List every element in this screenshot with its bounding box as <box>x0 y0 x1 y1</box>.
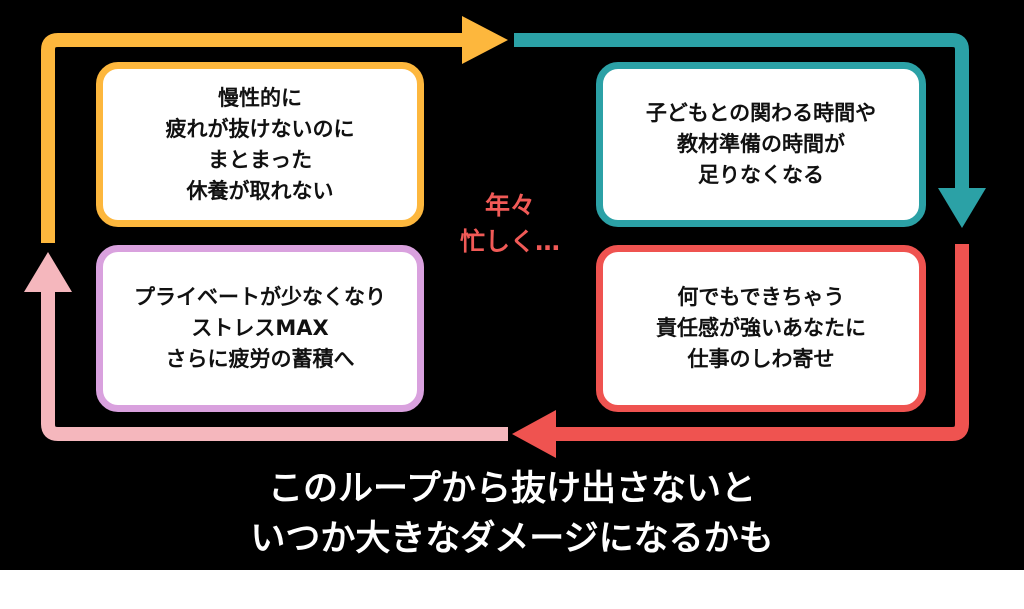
arrowhead-up-icon <box>24 252 72 292</box>
card-stress-max: プライベートが少なくなり ストレスMAX さらに疲労の蓄積へ <box>96 245 424 412</box>
arrow-yellow <box>41 33 462 243</box>
card-text: プライベートが少なくなり ストレスMAX さらに疲労の蓄積へ <box>134 285 386 371</box>
card-chronic-fatigue: 慢性的に 疲れが抜けないのに まとまった 休養が取れない <box>96 62 424 227</box>
arrow-pink <box>41 292 508 441</box>
card-text: 慢性的に 疲れが抜けないのに まとまった 休養が取れない <box>165 85 355 203</box>
arrowhead-left-icon <box>512 410 556 458</box>
arrowhead-right-icon <box>462 16 508 64</box>
card-text: 何でもできちゃう 責任感が強いあなたに 仕事のしわ寄せ <box>656 285 866 371</box>
bottom-caption: このループから抜け出さないと いつか大きなダメージになるかも <box>250 469 774 559</box>
card-text: 子どもとの関わる時間や 教材準備の時間が 足りなくなる <box>645 101 877 187</box>
cycle-arrows <box>24 16 986 458</box>
arrow-teal <box>514 33 969 188</box>
card-workload-shift: 何でもできちゃう 責任感が強いあなたに 仕事のしわ寄せ <box>596 245 926 412</box>
card-lack-of-time: 子どもとの関わる時間や 教材準備の時間が 足りなくなる <box>596 62 926 227</box>
arrowhead-down-icon <box>938 188 986 228</box>
center-label: 年々 忙しく… <box>459 191 560 256</box>
arrow-red <box>556 244 969 441</box>
